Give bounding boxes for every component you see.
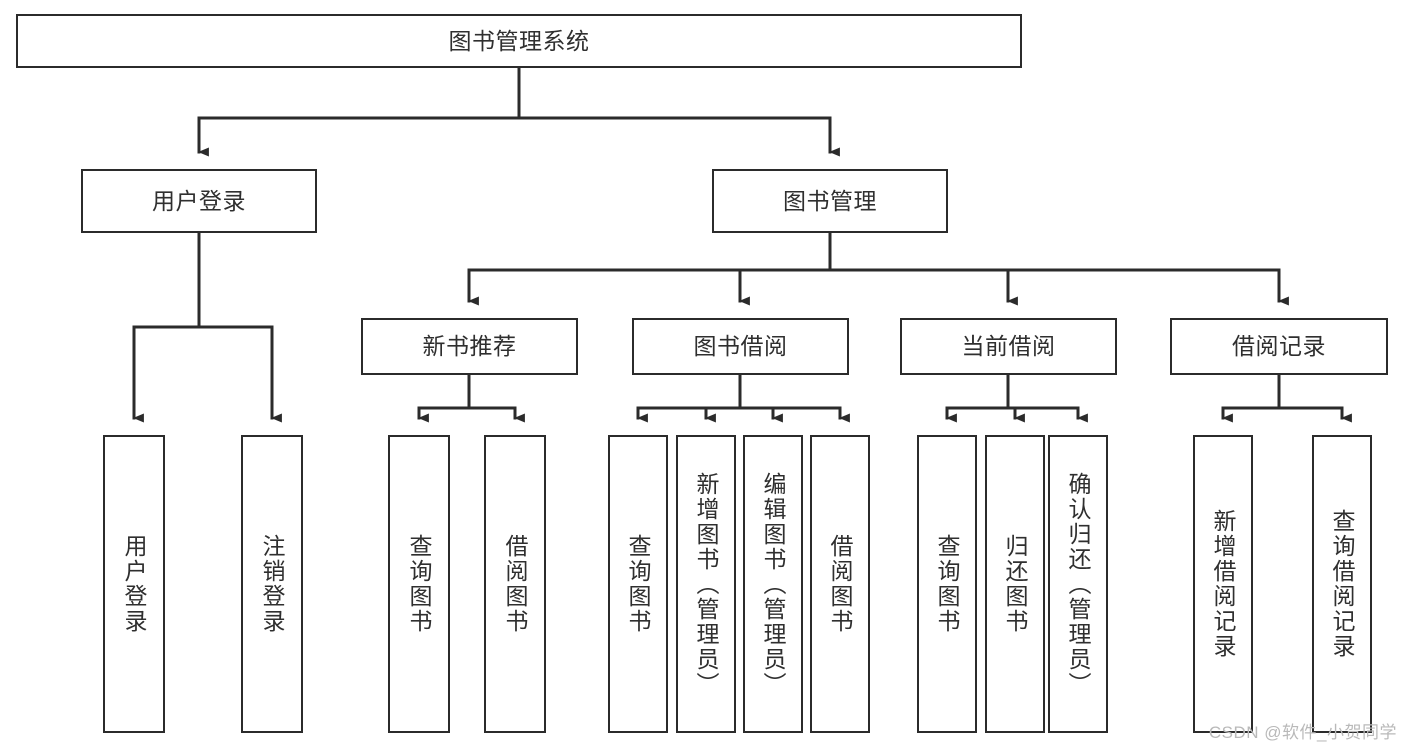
leaf-borrow-query-book[interactable]: 查询图书 — [608, 435, 668, 733]
leaf-borrow-book[interactable]: 借阅图书 — [810, 435, 870, 733]
leaf-add-borrow-record-label: 新增借阅记录 — [1210, 509, 1237, 659]
node-user-login[interactable]: 用户登录 — [81, 169, 317, 233]
leaf-logout[interactable]: 注销登录 — [241, 435, 303, 733]
leaf-confirm-return-admin[interactable]: 确认归还（管理员） — [1048, 435, 1108, 733]
leaf-user-login-label: 用户登录 — [121, 534, 148, 634]
node-current-borrow[interactable]: 当前借阅 — [900, 318, 1117, 375]
leaf-recommend-query-book-label: 查询图书 — [406, 534, 433, 634]
node-book-management-label: 图书管理 — [783, 187, 877, 214]
leaf-borrow-query-book-label: 查询图书 — [625, 534, 652, 634]
node-new-book-recommend-label: 新书推荐 — [422, 333, 517, 360]
node-book-management[interactable]: 图书管理 — [712, 169, 948, 233]
node-new-book-recommend[interactable]: 新书推荐 — [361, 318, 578, 375]
leaf-add-borrow-record[interactable]: 新增借阅记录 — [1193, 435, 1253, 733]
leaf-recommend-borrow-book[interactable]: 借阅图书 — [484, 435, 546, 733]
node-root[interactable]: 图书管理系统 — [16, 14, 1022, 68]
leaf-query-borrow-record[interactable]: 查询借阅记录 — [1312, 435, 1372, 733]
leaf-logout-label: 注销登录 — [259, 534, 286, 634]
node-current-borrow-label: 当前借阅 — [961, 333, 1056, 360]
node-book-borrow-label: 图书借阅 — [693, 333, 788, 360]
leaf-confirm-return-admin-label: 确认归还（管理员） — [1065, 471, 1092, 697]
leaf-recommend-query-book[interactable]: 查询图书 — [388, 435, 450, 733]
node-root-label: 图书管理系统 — [448, 27, 590, 54]
leaf-recommend-borrow-book-label: 借阅图书 — [502, 534, 529, 634]
leaf-current-query-book[interactable]: 查询图书 — [917, 435, 977, 733]
leaf-return-book[interactable]: 归还图书 — [985, 435, 1045, 733]
node-borrow-record-label: 借阅记录 — [1232, 333, 1326, 360]
node-user-login-label: 用户登录 — [152, 187, 246, 214]
leaf-return-book-label: 归还图书 — [1002, 534, 1029, 634]
leaf-query-borrow-record-label: 查询借阅记录 — [1329, 509, 1356, 659]
leaf-current-query-book-label: 查询图书 — [934, 534, 961, 634]
leaf-add-book-admin-label: 新增图书（管理员） — [693, 471, 720, 697]
leaf-edit-book-admin-label: 编辑图书（管理员） — [760, 471, 787, 697]
leaf-user-login[interactable]: 用户登录 — [103, 435, 165, 733]
node-book-borrow[interactable]: 图书借阅 — [632, 318, 849, 375]
leaf-edit-book-admin[interactable]: 编辑图书（管理员） — [743, 435, 803, 733]
leaf-borrow-book-label: 借阅图书 — [827, 534, 854, 634]
node-borrow-record[interactable]: 借阅记录 — [1170, 318, 1388, 375]
leaf-add-book-admin[interactable]: 新增图书（管理员） — [676, 435, 736, 733]
watermark: CSDN @软件_小贺同学 — [1208, 723, 1397, 742]
